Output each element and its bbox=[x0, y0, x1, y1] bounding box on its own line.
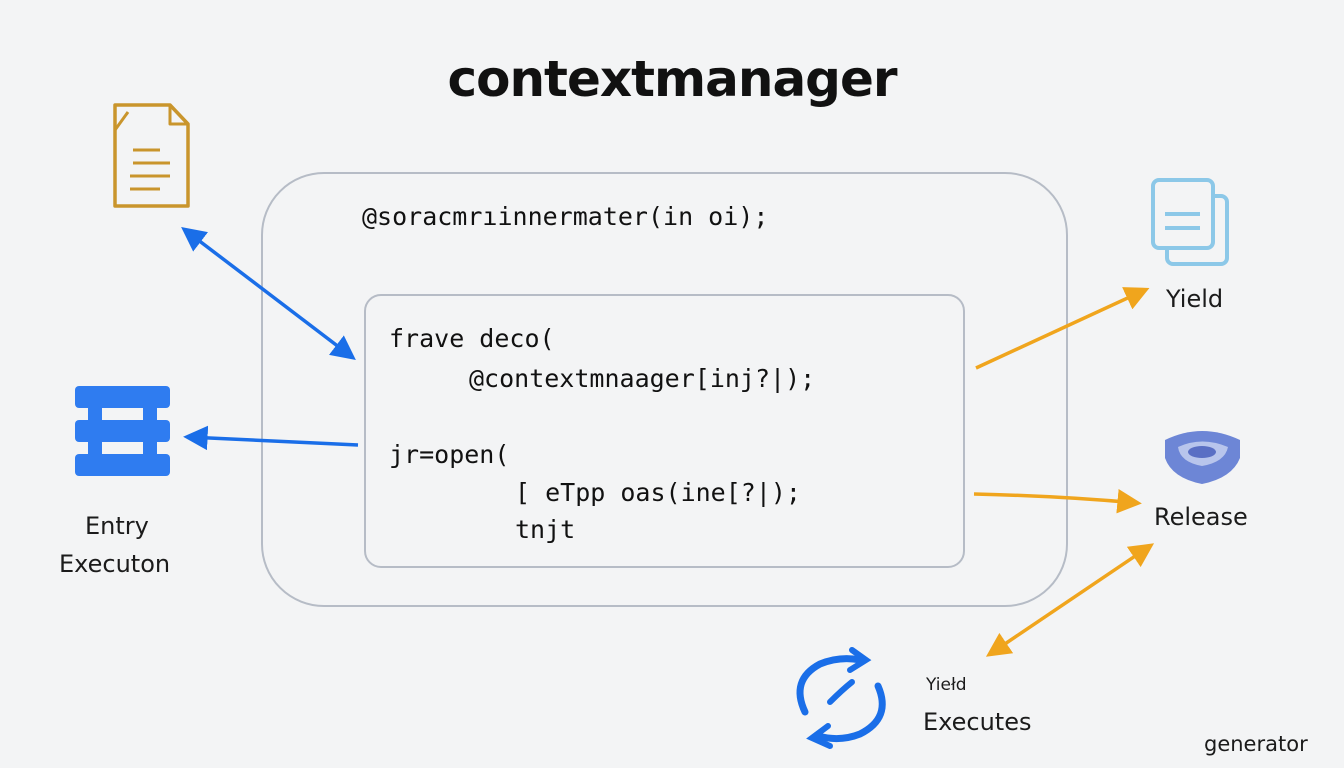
inner-box bbox=[364, 294, 965, 568]
stack-icon bbox=[75, 386, 170, 476]
yield-label: Yield bbox=[1166, 285, 1224, 313]
outer-signature: @soracmrıinnermater(in oi); bbox=[362, 202, 769, 231]
executes-label: Executes bbox=[923, 708, 1032, 736]
outer-box bbox=[261, 172, 1068, 607]
entry-label: Entry bbox=[85, 512, 149, 540]
execution-label: Executon bbox=[59, 550, 171, 578]
code-line-1: frave deco( bbox=[389, 324, 555, 353]
release-label: Release bbox=[1154, 503, 1248, 531]
code-line-4: [ eTpp oas(ine[?|); bbox=[515, 478, 801, 507]
pages-icon bbox=[1151, 178, 1229, 266]
execution-arrow bbox=[183, 425, 359, 451]
cycle-icon bbox=[796, 647, 886, 749]
code-line-2: @contextmnaager[inj?|); bbox=[469, 364, 816, 393]
small-yield-label: Yiełd bbox=[926, 675, 967, 695]
entry-arrow bbox=[181, 227, 356, 360]
executes-arrow bbox=[985, 543, 1155, 657]
generator-label: generator bbox=[1204, 732, 1308, 756]
release-arrow bbox=[973, 489, 1142, 514]
lock-icon bbox=[1165, 431, 1240, 484]
code-line-5: tnjt bbox=[515, 515, 576, 544]
diagram-title: contextmanager bbox=[447, 50, 897, 108]
document-icon bbox=[113, 103, 190, 208]
yield-arrow bbox=[975, 287, 1150, 370]
code-line-3: jr=open( bbox=[389, 440, 510, 469]
